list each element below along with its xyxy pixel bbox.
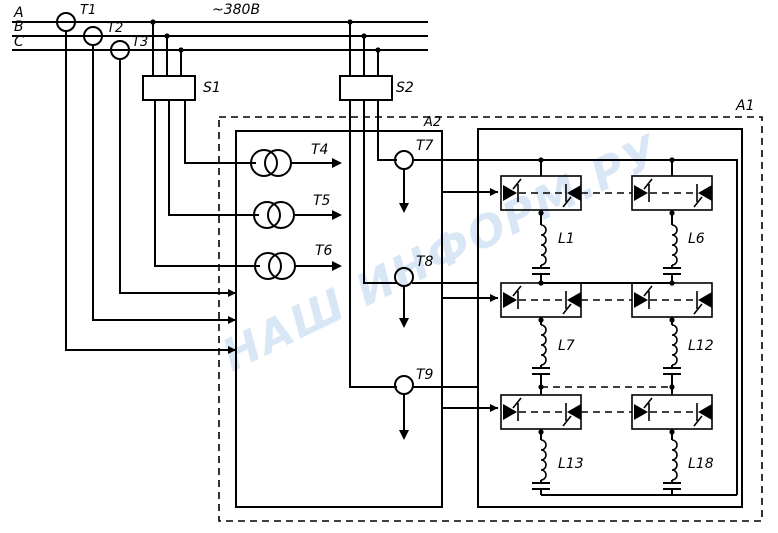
- l7-label: L7: [558, 338, 575, 354]
- t9-label: T9: [416, 367, 434, 383]
- block-a2: A2: [235, 115, 443, 508]
- sensor-transformer-t8: T8: [394, 254, 434, 328]
- a1-label: A1: [735, 98, 754, 114]
- t2-label: T2: [107, 21, 123, 36]
- s1-output-wires: [154, 100, 260, 267]
- s2-output-wires: [349, 100, 397, 388]
- t3-label: T3: [132, 35, 148, 50]
- s1-taps: [150, 19, 184, 76]
- a2-label: A2: [423, 115, 441, 130]
- phase-a-label: A: [13, 5, 24, 21]
- l18-label: L18: [688, 456, 714, 472]
- thyristor-cell-r3c1: [500, 387, 582, 430]
- supply-voltage-label: ~380В: [212, 2, 260, 18]
- phase-c-label: C: [14, 34, 24, 50]
- lc-branch-l13: L13: [531, 429, 584, 495]
- lc-branch-l12: L12: [662, 317, 714, 387]
- lc-branch-l7: L7: [531, 317, 575, 387]
- t7-label: T7: [416, 138, 434, 154]
- l1-label: L1: [558, 231, 575, 247]
- switch-s2: S2: [339, 75, 414, 101]
- thyristor-cell-r2c1: [500, 282, 582, 318]
- t5-label: T5: [313, 193, 331, 209]
- current-transformer-t3: T3: [110, 35, 148, 60]
- lc-branch-l6: L6: [662, 210, 705, 283]
- current-transformer-t2: T2: [83, 21, 123, 46]
- lc-branch-l18: L18: [662, 429, 714, 495]
- switch-s1: S1: [142, 75, 221, 101]
- supply-bus: [12, 21, 428, 51]
- voltage-transformer-t5: T5: [253, 193, 342, 229]
- block-a1-inner: [477, 128, 743, 508]
- t6-label: T6: [315, 243, 333, 259]
- t8-label: T8: [416, 254, 434, 270]
- ct-secondary-wires: [65, 31, 236, 354]
- s2-taps: [347, 19, 381, 76]
- s1-label: S1: [203, 80, 221, 96]
- voltage-transformer-t6: T6: [254, 243, 342, 280]
- l13-label: L13: [558, 456, 584, 472]
- sensor-transformer-t9: T9: [394, 367, 434, 440]
- l6-label: L6: [688, 231, 705, 247]
- thyristor-cell-r2c2: [581, 282, 713, 318]
- lc-branch-l1: L1: [531, 210, 575, 283]
- current-transformer-t1: T1: [56, 3, 96, 32]
- t1-label: T1: [80, 3, 96, 18]
- feeder-lines: [412, 159, 738, 495]
- thyristor-cell-r3c2: [581, 387, 713, 430]
- s2-label: S2: [396, 80, 414, 96]
- voltage-transformer-t4: T4: [250, 142, 342, 177]
- block-a1-boundary: A1: [218, 98, 763, 522]
- l12-label: L12: [688, 338, 714, 354]
- t4-label: T4: [311, 142, 328, 158]
- phase-b-label: B: [14, 19, 24, 35]
- sensor-transformer-t7: T7: [394, 138, 434, 213]
